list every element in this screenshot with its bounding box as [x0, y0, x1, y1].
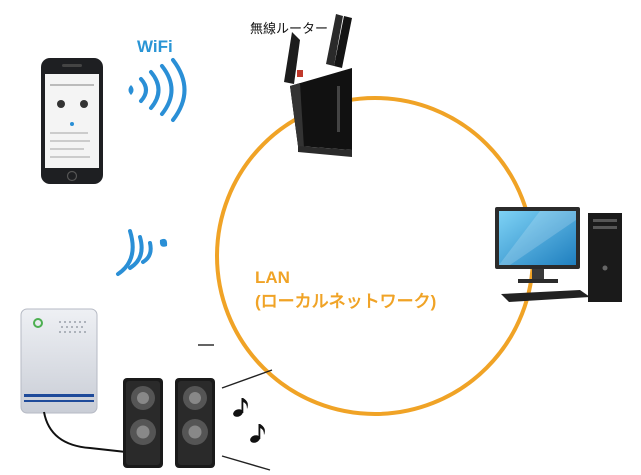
desktop-computer-icon: [495, 207, 622, 302]
sound-lines: [198, 344, 273, 471]
smartphone-icon: [41, 58, 103, 184]
wifi-label: WiFi: [137, 37, 173, 56]
speaker-icon: [175, 378, 215, 468]
wifi-waves-icon: [116, 229, 168, 276]
router-label: 無線ルーター: [250, 21, 329, 36]
wireless-router-icon: [284, 14, 352, 157]
lan-ring: [215, 96, 535, 416]
audio-cable: [43, 411, 127, 453]
music-note-icon: [233, 398, 248, 417]
lan-title: LAN: [255, 268, 290, 287]
lan-label: LAN (ローカルネットワーク): [255, 266, 436, 314]
lan-subtitle: (ローカルネットワーク): [255, 292, 437, 311]
music-note-icon: [250, 424, 265, 443]
wifi-waves-icon: [128, 58, 187, 122]
wireless-receiver-icon: [20, 308, 98, 414]
speaker-icon: [123, 378, 163, 468]
